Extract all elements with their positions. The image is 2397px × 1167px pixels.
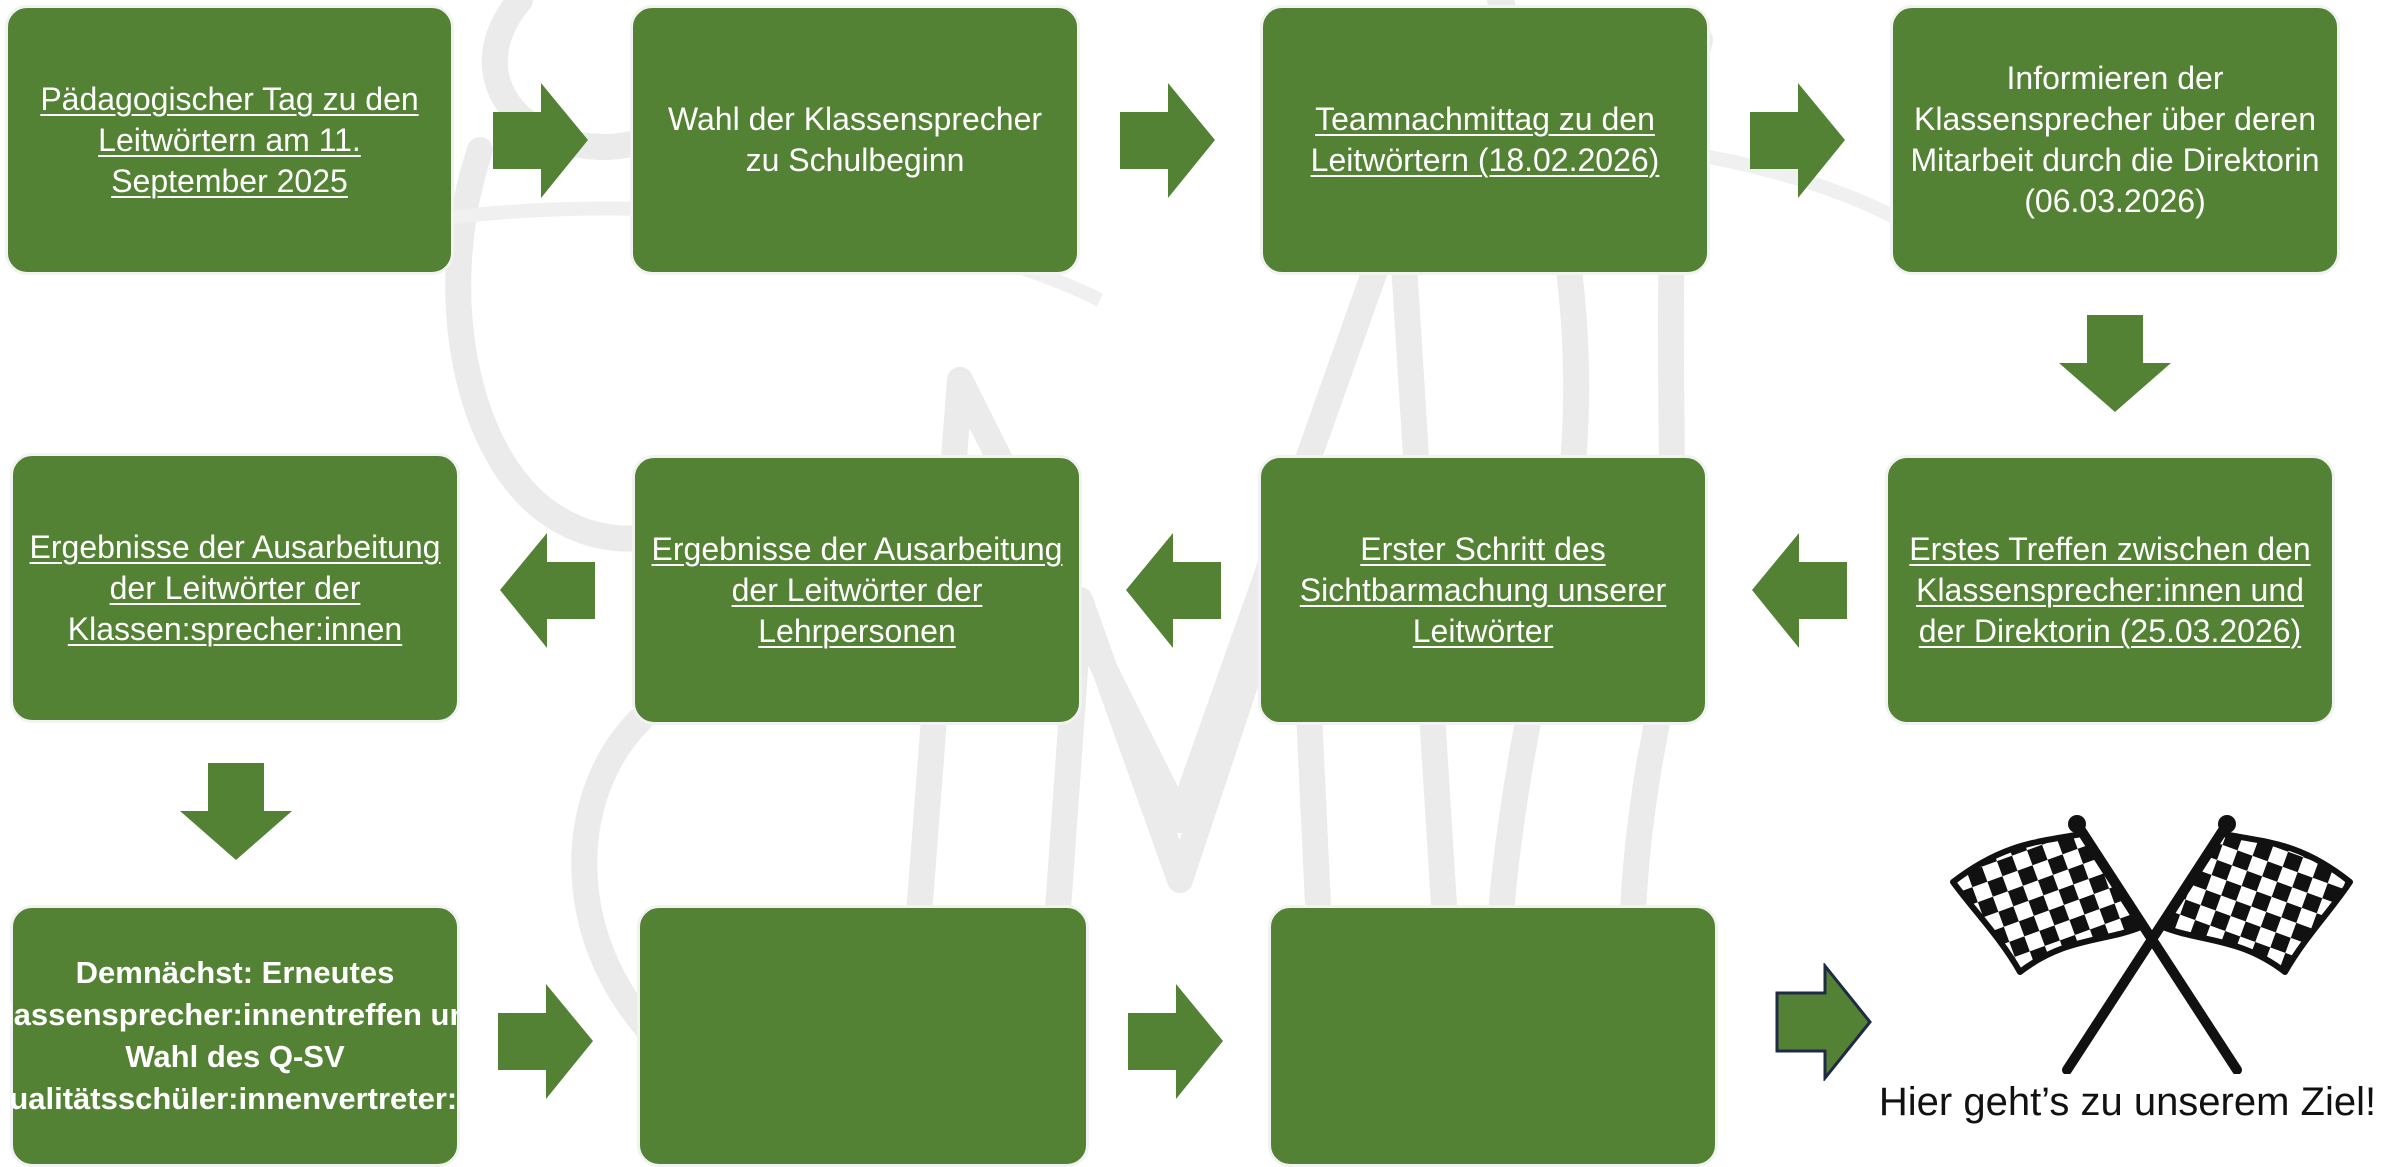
step-8-box: Ergebnisse der Ausarbeitung der Leitwört… [10,453,460,723]
arrow-down-icon [180,763,292,860]
step-3-text: Teamnachmittag zu den Leitwörtern (18.02… [1310,101,1660,178]
step-1-box: Pädagogischer Tag zu den Leitwörtern am … [5,5,454,275]
step-2-box: Wahl der Klassensprecher zu Schulbeginn [630,5,1080,275]
arrow-right-icon [498,984,593,1099]
arrow-left-icon [500,533,595,648]
step-5-box: Erstes Treffen zwischen den Klassensprec… [1885,455,2335,725]
step-7-text: Ergebnisse der Ausarbeitung der Leitwört… [651,530,1063,649]
step-2-text: Wahl der Klassensprecher zu Schulbeginn [667,101,1043,178]
arrow-left-icon [1126,533,1221,648]
step-11-box [1268,905,1718,1167]
step-5-text: Erstes Treffen zwischen den Klassensprec… [1909,530,2311,649]
step-3-box: Teamnachmittag zu den Leitwörtern (18.02… [1260,5,1710,275]
goal-label: Hier geht’s zu unserem Ziel! [1878,1080,2377,1124]
arrow-right-outlined-icon [1775,963,1872,1081]
step-4-box: Informieren der Klassensprecher über der… [1890,5,2340,275]
arrow-right-icon [493,83,588,198]
arrow-right-icon [1750,83,1845,198]
step-10-box [637,905,1089,1167]
arrow-left-icon [1752,533,1847,648]
step-9-text: Demnächst: Erneutes Klassensprecher:inne… [0,955,496,1116]
step-9-box: Demnächst: Erneutes Klassensprecher:inne… [0,905,495,1167]
step-8-text: Ergebnisse der Ausarbeitung der Leitwört… [29,528,441,647]
arrow-down-icon [2059,315,2171,412]
step-4-text: Informieren der Klassensprecher über der… [1910,60,2320,219]
step-7-box: Ergebnisse der Ausarbeitung der Leitwört… [632,455,1082,725]
arrow-right-icon [1120,83,1215,198]
step-1-text: Pädagogischer Tag zu den Leitwörtern am … [40,80,419,199]
arrow-right-icon [1128,984,1223,1099]
step-6-box: Erster Schritt des Sichtbarmachung unser… [1258,455,1708,725]
checkered-flags-icon [1950,815,2353,1074]
step-6-text: Erster Schritt des Sichtbarmachung unser… [1299,530,1667,649]
